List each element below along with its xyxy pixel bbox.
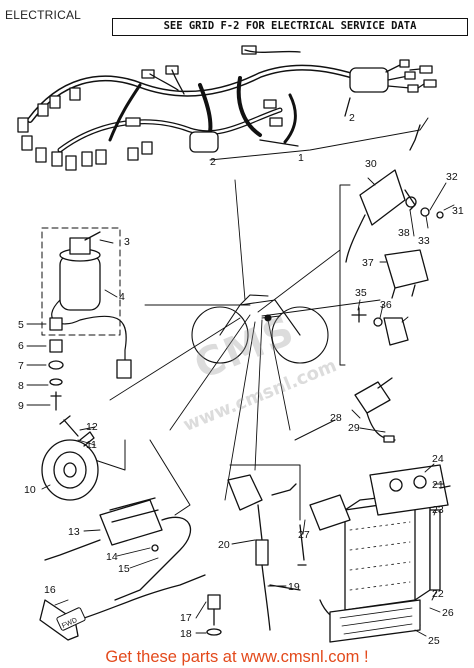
page-title: ELECTRICAL bbox=[5, 8, 82, 22]
callout-7: 7 bbox=[18, 360, 24, 372]
service-data-note: SEE GRID F-2 FOR ELECTRICAL SERVICE DATA bbox=[112, 18, 468, 36]
callout-27: 27 bbox=[298, 529, 310, 541]
callout-19: 19 bbox=[288, 581, 300, 593]
callout-22: 22 bbox=[432, 588, 444, 600]
callout-1: 1 bbox=[298, 152, 304, 164]
callout-2b: 2 bbox=[210, 156, 216, 168]
oil-switch bbox=[206, 594, 222, 636]
hardware-stack bbox=[48, 317, 64, 411]
callout-20: 20 bbox=[218, 539, 230, 551]
callout-14: 14 bbox=[106, 551, 118, 563]
callout-25: 25 bbox=[428, 635, 440, 647]
callout-2a: 2 bbox=[349, 112, 355, 124]
callout-3: 3 bbox=[124, 236, 130, 248]
starter-switch bbox=[369, 464, 451, 516]
callout-30: 30 bbox=[365, 158, 377, 170]
wire-harness bbox=[17, 45, 437, 171]
callout-29: 29 bbox=[348, 422, 360, 434]
callout-35: 35 bbox=[355, 287, 367, 299]
battery-tray bbox=[329, 599, 421, 643]
horn bbox=[41, 431, 99, 501]
callout-28: 28 bbox=[330, 412, 342, 424]
parts-banner[interactable]: Get these parts at www.cmsnl.com ! bbox=[0, 646, 474, 668]
callout-4: 4 bbox=[119, 291, 125, 303]
callout-10: 10 bbox=[24, 484, 36, 496]
callout-21: 21 bbox=[432, 479, 444, 491]
callout-23: 23 bbox=[432, 504, 444, 516]
radial-leaders bbox=[109, 179, 381, 501]
callout-31: 31 bbox=[452, 205, 464, 217]
callout-labels: 1 2 2 3 4 5 6 7 8 9 10 11 12 13 14 15 16… bbox=[18, 112, 464, 647]
callout-24: 24 bbox=[432, 453, 444, 465]
callout-leaders bbox=[26, 177, 455, 637]
callout-15: 15 bbox=[118, 563, 130, 575]
callout-6: 6 bbox=[18, 340, 24, 352]
flasher-relay bbox=[345, 124, 444, 263]
bike-silhouette bbox=[191, 294, 329, 364]
neutral-switch bbox=[227, 474, 297, 631]
starter-relay bbox=[384, 249, 429, 299]
callout-8: 8 bbox=[18, 380, 24, 392]
callout-38: 38 bbox=[398, 227, 410, 239]
battery-band bbox=[429, 509, 441, 591]
banner-link[interactable]: Get these parts at www.cmsnl.com ! bbox=[105, 648, 369, 666]
callout-16: 16 bbox=[44, 584, 56, 596]
rectifier-regulator bbox=[44, 497, 192, 601]
main-switch bbox=[41, 227, 132, 379]
relay-hardware bbox=[351, 307, 409, 346]
horn-bolt bbox=[59, 415, 79, 437]
callout-13: 13 bbox=[68, 526, 80, 538]
callout-36: 36 bbox=[380, 299, 392, 311]
callout-32: 32 bbox=[446, 171, 458, 183]
callout-11: 11 bbox=[86, 439, 97, 451]
callout-18: 18 bbox=[180, 628, 192, 640]
callout-37: 37 bbox=[362, 257, 374, 269]
callout-17: 17 bbox=[180, 612, 192, 624]
fwd-stamp bbox=[56, 607, 86, 631]
fuse-holder bbox=[354, 377, 396, 443]
callout-12: 12 bbox=[86, 421, 98, 433]
callout-33: 33 bbox=[418, 235, 430, 247]
callout-5: 5 bbox=[18, 319, 24, 331]
callout-26: 26 bbox=[442, 607, 454, 619]
callout-9: 9 bbox=[18, 400, 24, 412]
